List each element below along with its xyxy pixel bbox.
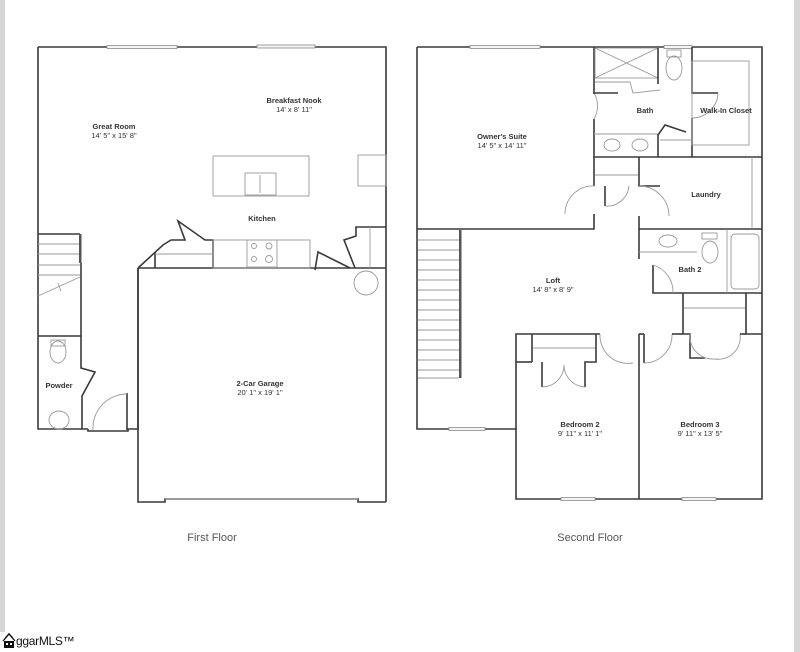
- room-powder: Powder: [45, 381, 73, 390]
- stair-treads: [418, 239, 459, 379]
- first-floor-label: First Floor: [187, 532, 237, 544]
- room-walk-in-closet: Walk-In Closet: [700, 106, 752, 115]
- page-edge-right: [794, 0, 800, 652]
- room-breakfast-nook: Breakfast Nook 14' x 8' 11": [266, 96, 322, 114]
- second-floor-plan: [416, 45, 763, 501]
- room-laundry: Laundry: [691, 190, 721, 199]
- room-bedroom-2: Bedroom 2 9' 11" x 11' 1": [557, 420, 603, 438]
- room-garage: 2-Car Garage 20' 1" x 19' 1": [236, 379, 284, 397]
- house-icon: [2, 633, 16, 648]
- second-floor-label: Second Floor: [557, 532, 623, 544]
- room-great-room: Great Room 14' 5" x 15' 8": [91, 122, 137, 140]
- mls-watermark: ggarMLS™: [2, 632, 79, 650]
- room-bedroom-3: Bedroom 3 9' 11" x 13' 5": [677, 420, 723, 438]
- room-loft: Loft 14' 8" x 8' 9": [532, 276, 574, 294]
- room-bath: Bath: [636, 106, 654, 115]
- first-floor-plan: [37, 44, 387, 503]
- watermark-text: ggarMLS™: [16, 634, 75, 648]
- room-bath-2: Bath 2: [678, 265, 702, 274]
- room-kitchen: Kitchen: [248, 214, 276, 223]
- page-edge-left: [0, 0, 5, 632]
- room-owners-suite: Owner's Suite 14' 5" x 14' 11": [477, 132, 527, 150]
